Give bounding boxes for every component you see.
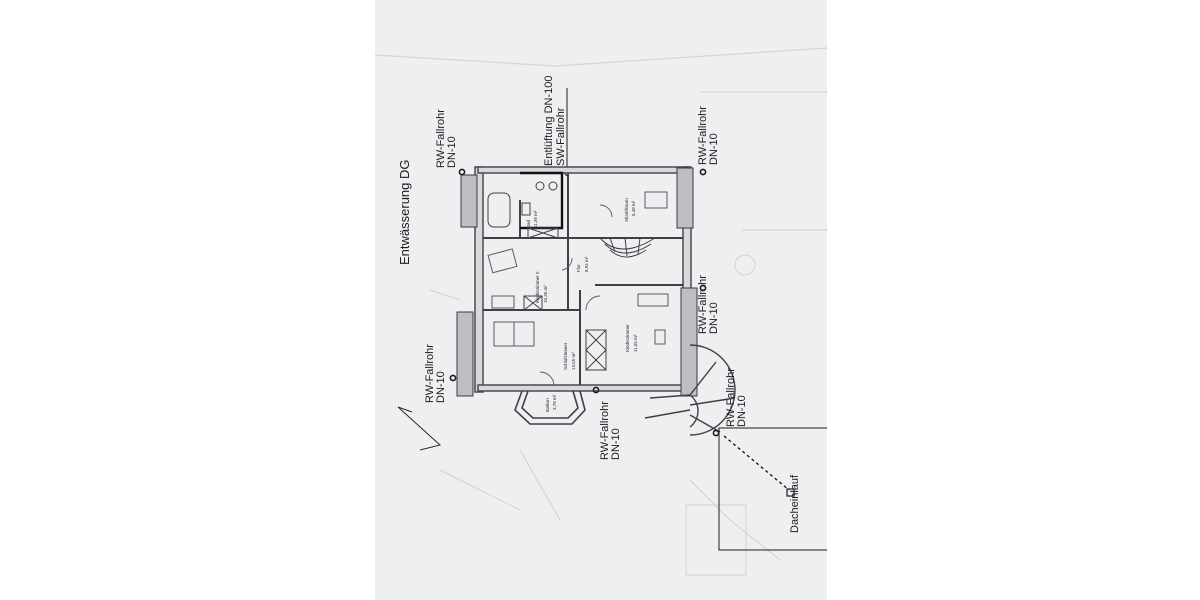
downpipe-marker-6 bbox=[712, 429, 720, 437]
room-bedroom-name: Schlafzimmer bbox=[563, 342, 568, 370]
room-storage-name: Abstellraum bbox=[624, 198, 629, 222]
drawing-title: Entwässerung DG bbox=[397, 159, 412, 266]
room-hall-area: 8,94 m² bbox=[584, 256, 589, 272]
downpipe-label-4-size: DN-10 bbox=[435, 371, 447, 403]
room-balcony-area: 3,78 m² bbox=[552, 394, 557, 410]
downpipe-marker-1 bbox=[458, 168, 466, 176]
downpipe-marker-4 bbox=[449, 374, 457, 382]
downpipe-label-5-size: DN-10 bbox=[610, 428, 622, 460]
paper-sheet bbox=[375, 0, 827, 600]
room-kids-name: Kinderzimmer bbox=[625, 324, 630, 352]
north-arrow-icon bbox=[397, 406, 442, 451]
room-kids2-area: 15,35 m² bbox=[543, 285, 548, 303]
room-kids-area: 11,55 m² bbox=[633, 334, 638, 352]
roof-drain-icon bbox=[786, 488, 795, 497]
downpipe-label-1-size: DN-10 bbox=[446, 136, 458, 168]
room-kids2-name: Kinderzimmer II bbox=[535, 271, 540, 303]
downpipe-label-6-size: DN-10 bbox=[736, 395, 748, 427]
house-walls bbox=[456, 166, 736, 436]
downpipe-marker-2 bbox=[699, 168, 707, 176]
ventilation-label-line1: Entlüftung DN-100 bbox=[543, 75, 555, 167]
ventilation-label-line2: SW-Fallrohr bbox=[555, 107, 567, 166]
room-bedroom-area: 13,55 m² bbox=[571, 352, 576, 370]
paper-fold-crease bbox=[375, 47, 827, 67]
roof-drain-detail bbox=[718, 427, 827, 551]
downpipe-label-2-size: DN-10 bbox=[708, 133, 720, 165]
room-bath-area: 11,39 m² bbox=[533, 210, 538, 228]
downpipe-marker-3 bbox=[699, 284, 707, 292]
room-balcony-name: Balkon bbox=[545, 398, 550, 412]
room-bath-name: Bad bbox=[526, 219, 531, 228]
room-hall-name: Flur bbox=[576, 264, 581, 272]
downpipe-label-3-size: DN-10 bbox=[708, 302, 720, 334]
room-storage-area: 5,48 m² bbox=[631, 200, 636, 216]
downpipe-markers bbox=[449, 168, 720, 437]
downpipe-marker-5 bbox=[592, 386, 600, 394]
roof-drain-label: Dacheinlauf bbox=[789, 474, 801, 533]
show-through-lines bbox=[429, 91, 827, 576]
